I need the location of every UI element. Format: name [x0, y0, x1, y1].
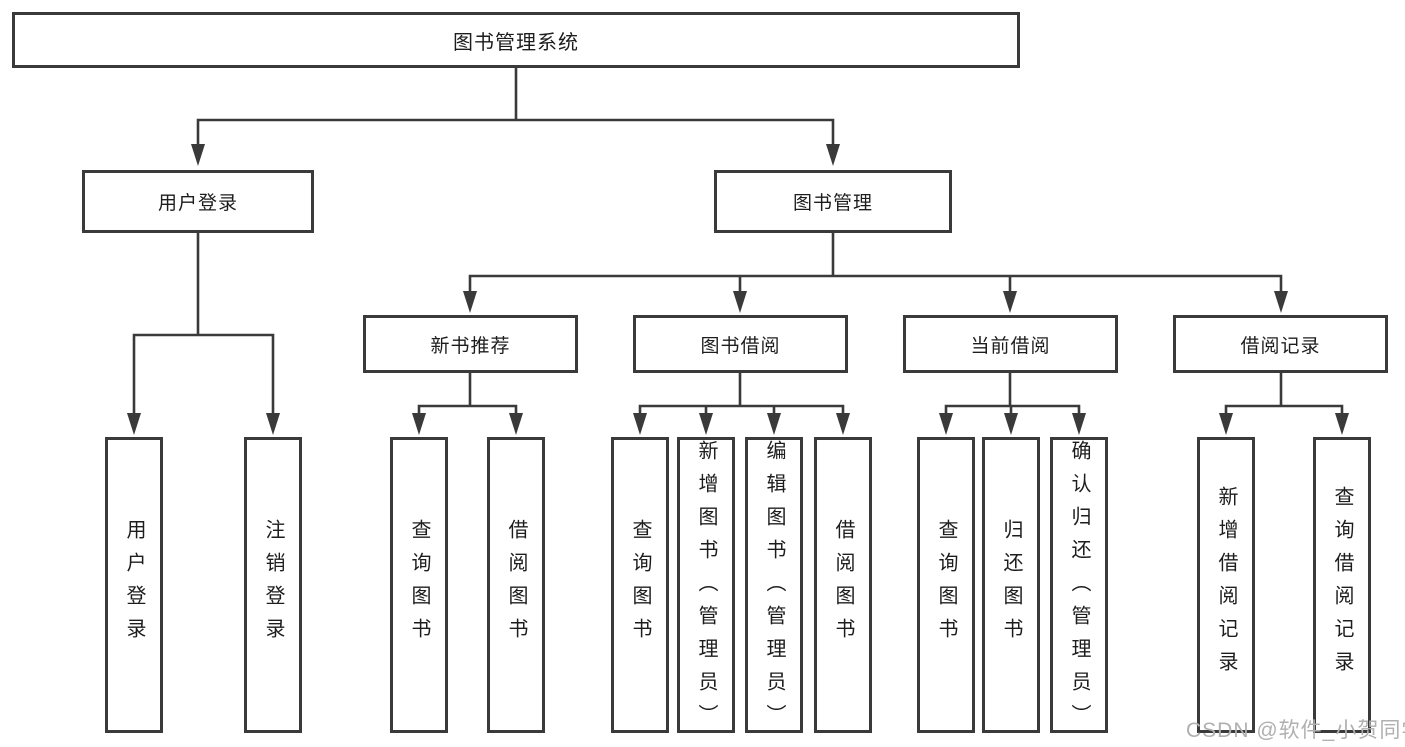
leaf-confirm-return-admin: 确认归还（管理员） [1050, 437, 1108, 737]
node-book-management: 图书管理 [714, 170, 952, 233]
leaf-user-login: 用户登录 [105, 437, 163, 733]
leaf-add-borrow-record: 新增借阅记录 [1197, 437, 1255, 733]
leaf-label: 新增借阅记录 [1215, 486, 1237, 684]
leaf-label: 查询图书 [629, 519, 651, 651]
leaf-query-book-recommend: 查询图书 [390, 437, 448, 733]
node-library-management-system: 图书管理系统 [12, 12, 1020, 68]
node-user-login: 用户登录 [82, 170, 314, 233]
leaf-label: 编辑图书（管理员） [763, 440, 785, 737]
node-book-borrow: 图书借阅 [633, 315, 848, 373]
leaf-label: 用户登录 [123, 519, 145, 651]
csdn-watermark: CSDN @软件_小贺同学 [1186, 719, 1405, 742]
node-current-borrow: 当前借阅 [903, 315, 1118, 373]
leaf-label: 新增图书（管理员） [695, 440, 717, 737]
leaf-borrow-book: 借阅图书 [814, 437, 872, 733]
leaf-query-borrow-record: 查询借阅记录 [1313, 437, 1371, 733]
leaf-label: 确认归还（管理员） [1068, 440, 1090, 737]
leaf-borrow-book-recommend: 借阅图书 [487, 437, 545, 733]
leaf-add-book-admin: 新增图书（管理员） [677, 437, 735, 737]
leaf-label: 查询借阅记录 [1331, 486, 1353, 684]
node-borrow-records: 借阅记录 [1173, 315, 1388, 373]
leaf-label: 借阅图书 [505, 519, 527, 651]
leaf-edit-book-admin: 编辑图书（管理员） [745, 437, 803, 737]
leaf-label: 借阅图书 [832, 519, 854, 651]
leaf-label: 归还图书 [1000, 519, 1022, 651]
leaf-label: 查询图书 [935, 519, 957, 651]
node-new-book-recommend: 新书推荐 [363, 315, 578, 373]
leaf-label: 注销登录 [262, 519, 284, 651]
leaf-query-book-current: 查询图书 [917, 437, 975, 733]
leaf-return-book: 归还图书 [982, 437, 1040, 733]
leaf-label: 查询图书 [408, 519, 430, 651]
leaf-logout: 注销登录 [244, 437, 302, 733]
leaf-query-book-borrow: 查询图书 [611, 437, 669, 733]
